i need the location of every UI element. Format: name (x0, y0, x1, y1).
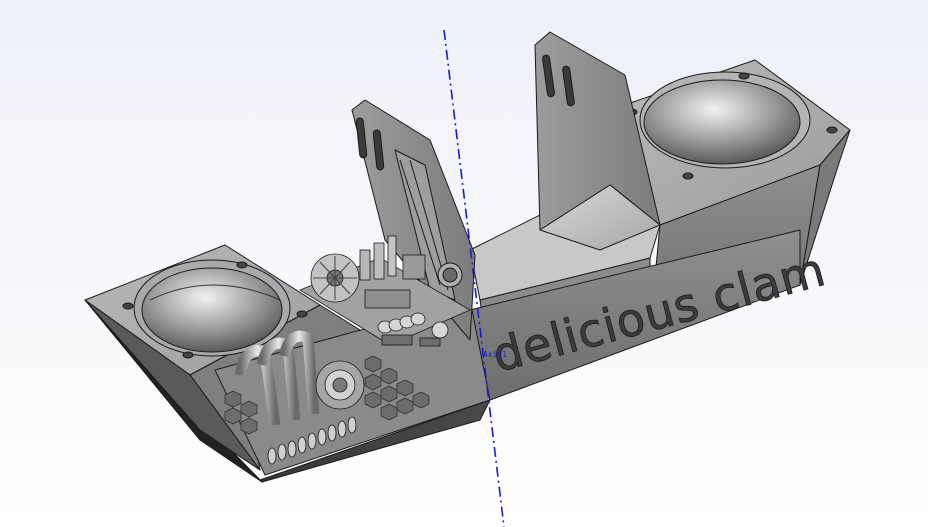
mount-hole (182, 351, 194, 359)
fan-blades (313, 256, 357, 300)
rail-line (399, 159, 441, 286)
right-tower-inner (539, 184, 661, 251)
ram-stick (387, 235, 397, 277)
honeycomb-pattern (224, 355, 430, 435)
right-bowl (643, 79, 801, 165)
chip (364, 289, 411, 309)
left-bowl (141, 267, 283, 353)
right-box-side (799, 129, 851, 286)
left-box-side (84, 299, 261, 471)
slot (355, 117, 368, 159)
left-bowl-inner-edge (149, 284, 281, 301)
component-fan-hub (442, 267, 458, 283)
connector (419, 337, 441, 347)
heat-pipe (278, 330, 320, 415)
slot (372, 129, 385, 171)
mount-hole (826, 126, 838, 134)
capacitors (377, 312, 449, 339)
mount-hole (296, 310, 308, 318)
coil-spring (267, 416, 357, 465)
mount-hole (236, 261, 248, 269)
speaker-center (332, 377, 348, 393)
slot (542, 54, 555, 98)
mount-hole (682, 172, 694, 180)
connector (381, 334, 413, 346)
slot (562, 65, 575, 107)
heatsink[interactable] (234, 330, 365, 465)
model-body[interactable] (84, 31, 851, 483)
mount-hole (122, 302, 134, 310)
ram-stick (373, 242, 385, 280)
mount-hole (738, 72, 750, 80)
ram-stick (359, 249, 371, 281)
chip (402, 254, 426, 280)
board-components[interactable] (299, 235, 471, 347)
axis-label[interactable]: Axis1 (483, 350, 507, 359)
axis-line[interactable] (443, 29, 505, 527)
